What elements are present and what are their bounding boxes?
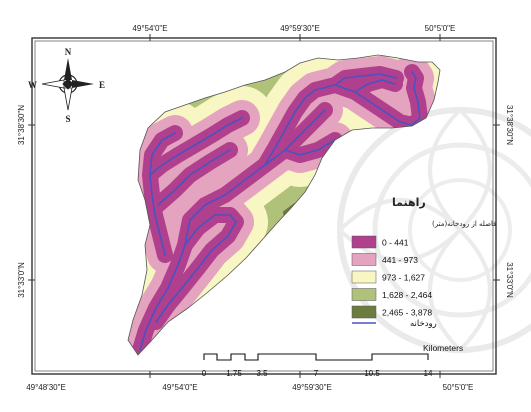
compass-east-label: E [99,80,105,90]
coord-right-2: 31°33'0"N [505,262,514,298]
legend-river-label: رودخانه [410,318,437,329]
scale-bar: Kilometers 0 1.75 3.5 7 10.5 14 [202,343,463,378]
coord-bottom-3: 49°59'30"E [292,383,332,392]
scale-tick-0: 0 [202,369,207,378]
coord-top-2: 49°59'30"E [280,24,320,33]
watermark-ornament [337,107,531,353]
scale-tick-3: 7 [314,369,319,378]
scale-tick-4: 10.5 [364,369,380,378]
scale-tick-2: 3.5 [256,369,268,378]
legend: راهنما فاصله از رودخانه(متر) 0 - 441 441 … [351,196,497,329]
basin-outline [127,54,441,356]
legend-label: 0 - 441 [382,238,409,248]
watermark-ring-inner [408,178,512,282]
scale-tick-1: 1.75 [226,369,242,378]
map-frame [31,37,497,375]
scale-bar-unit: Kilometers [423,343,463,353]
compass-east-point [72,80,94,88]
compass-south-point [63,87,73,111]
legend-swatch [351,305,377,319]
map-frame-inner [34,40,494,372]
coord-bottom-4: 50°5'0"E [443,383,474,392]
compass-west-label: W [28,80,37,90]
legend-label: 1,628 - 2,464 [382,290,432,300]
legend-swatch [351,235,377,249]
coord-bottom-1: 49°48'30"E [26,383,66,392]
coord-top-1: 49°54'0"E [132,24,167,33]
legend-swatch [351,253,377,266]
watermark-petal [337,198,463,262]
coord-left-2: 31°33'0"N [17,262,26,298]
compass-north-label: N [65,47,72,57]
compass-south-label: S [65,114,70,124]
coord-bottom-2: 49°54'0"E [162,383,197,392]
river-network [139,71,421,351]
legend-label: 2,465 - 3,878 [382,308,432,318]
legend-title: راهنما [392,196,426,209]
coord-left-1: 31°38'30"N [17,105,26,145]
north-arrow-compass-icon: N S E W [28,47,105,124]
compass-west-point [41,79,65,89]
legend-rows: 0 - 441 441 - 973 973 - 1,627 1,628 - 2,464… [351,235,432,319]
watermark-ring-mid [372,142,531,318]
coord-right-1: 31°38'30"N [505,105,514,145]
legend-swatch [351,270,377,284]
coord-top-3: 50°5'0"E [425,24,456,33]
legend-label: 441 - 973 [382,255,418,265]
legend-subtitle: فاصله از رودخانه(متر) [432,220,497,228]
scale-bar-segments [203,353,429,361]
legend-label: 973 - 1,627 [382,273,425,283]
legend-swatch [351,288,377,301]
scale-tick-5: 14 [424,369,433,378]
compass-north-point [64,58,72,80]
frame-ticks [28,34,500,378]
